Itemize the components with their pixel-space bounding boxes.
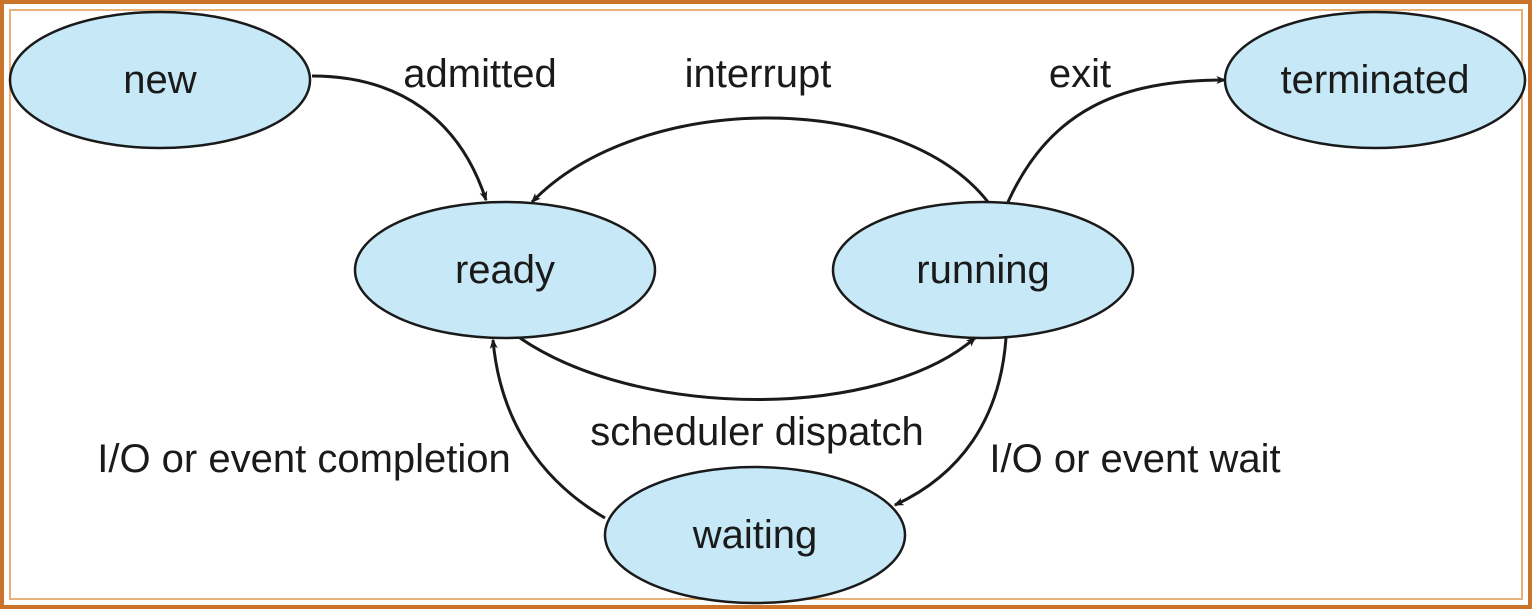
node-terminated: terminated: [1223, 10, 1527, 150]
edge-exit: [1006, 76, 1227, 203]
edge-admitted: [311, 74, 488, 202]
node-terminated-label: terminated: [1281, 58, 1470, 102]
edge-labels: admitted interrupt exit scheduler dispat…: [97, 52, 1280, 481]
node-new-label: new: [123, 58, 196, 102]
node-ready-shape: [353, 200, 657, 340]
label-io-event-completion: I/O or event completion: [97, 437, 511, 481]
node-running-label: running: [916, 248, 1049, 292]
label-admitted: admitted: [403, 52, 556, 96]
node-waiting: waiting: [603, 465, 907, 605]
node-terminated-shape: [1223, 10, 1527, 150]
label-interrupt: interrupt: [685, 52, 832, 96]
node-waiting-shape: [603, 465, 907, 605]
edge-interrupt: [530, 116, 990, 204]
label-scheduler-dispatch: scheduler dispatch: [590, 410, 924, 454]
node-new: new: [8, 10, 312, 150]
node-ready: ready: [353, 200, 657, 340]
edge-io-event-wait: [893, 337, 1008, 507]
edges: [311, 74, 1227, 520]
node-running-shape: [831, 200, 1135, 340]
node-new-shape: [8, 10, 312, 150]
label-exit: exit: [1049, 52, 1111, 96]
node-waiting-label: waiting: [692, 513, 818, 557]
label-io-event-wait: I/O or event wait: [989, 437, 1280, 481]
edge-io-event-completion: [489, 338, 606, 520]
node-running: running: [831, 200, 1135, 340]
edge-scheduler-dispatch: [519, 336, 977, 401]
node-ready-label: ready: [455, 248, 555, 292]
